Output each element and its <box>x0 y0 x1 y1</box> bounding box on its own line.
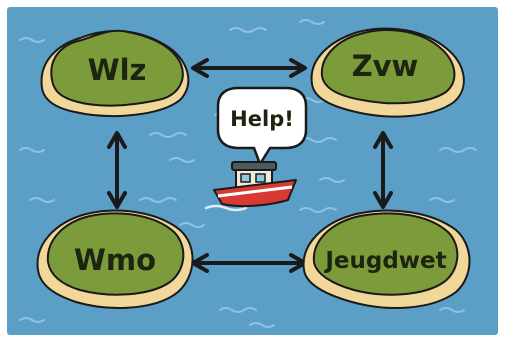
island-label-zvw: Zvw <box>352 49 419 83</box>
island-label-jeugdwet: Jeugdwet <box>323 248 446 274</box>
boat-window <box>240 173 251 183</box>
boat-hull <box>213 179 297 208</box>
island-grass <box>312 212 459 296</box>
island-label-wlz: Wlz <box>88 53 147 87</box>
waves <box>19 19 477 328</box>
island-grass <box>46 212 185 296</box>
boat-hull-stripe <box>217 185 293 198</box>
speech-bubble-text: Help! <box>230 107 294 131</box>
island-label-wmo: Wmo <box>74 243 156 277</box>
island-zvw: Zvw <box>310 27 465 118</box>
boat-wake <box>204 204 248 212</box>
boat-cabin-roof <box>231 161 277 171</box>
island-grass <box>50 29 184 107</box>
boat-window <box>255 173 266 183</box>
speech-bubble: Help! <box>216 86 308 166</box>
island-wlz: Wlz <box>40 29 190 117</box>
island-jeugdwet: Jeugdwet <box>302 209 471 309</box>
island-grass <box>320 29 456 105</box>
island-wmo: Wmo <box>36 209 194 309</box>
lifeboat <box>204 161 297 212</box>
